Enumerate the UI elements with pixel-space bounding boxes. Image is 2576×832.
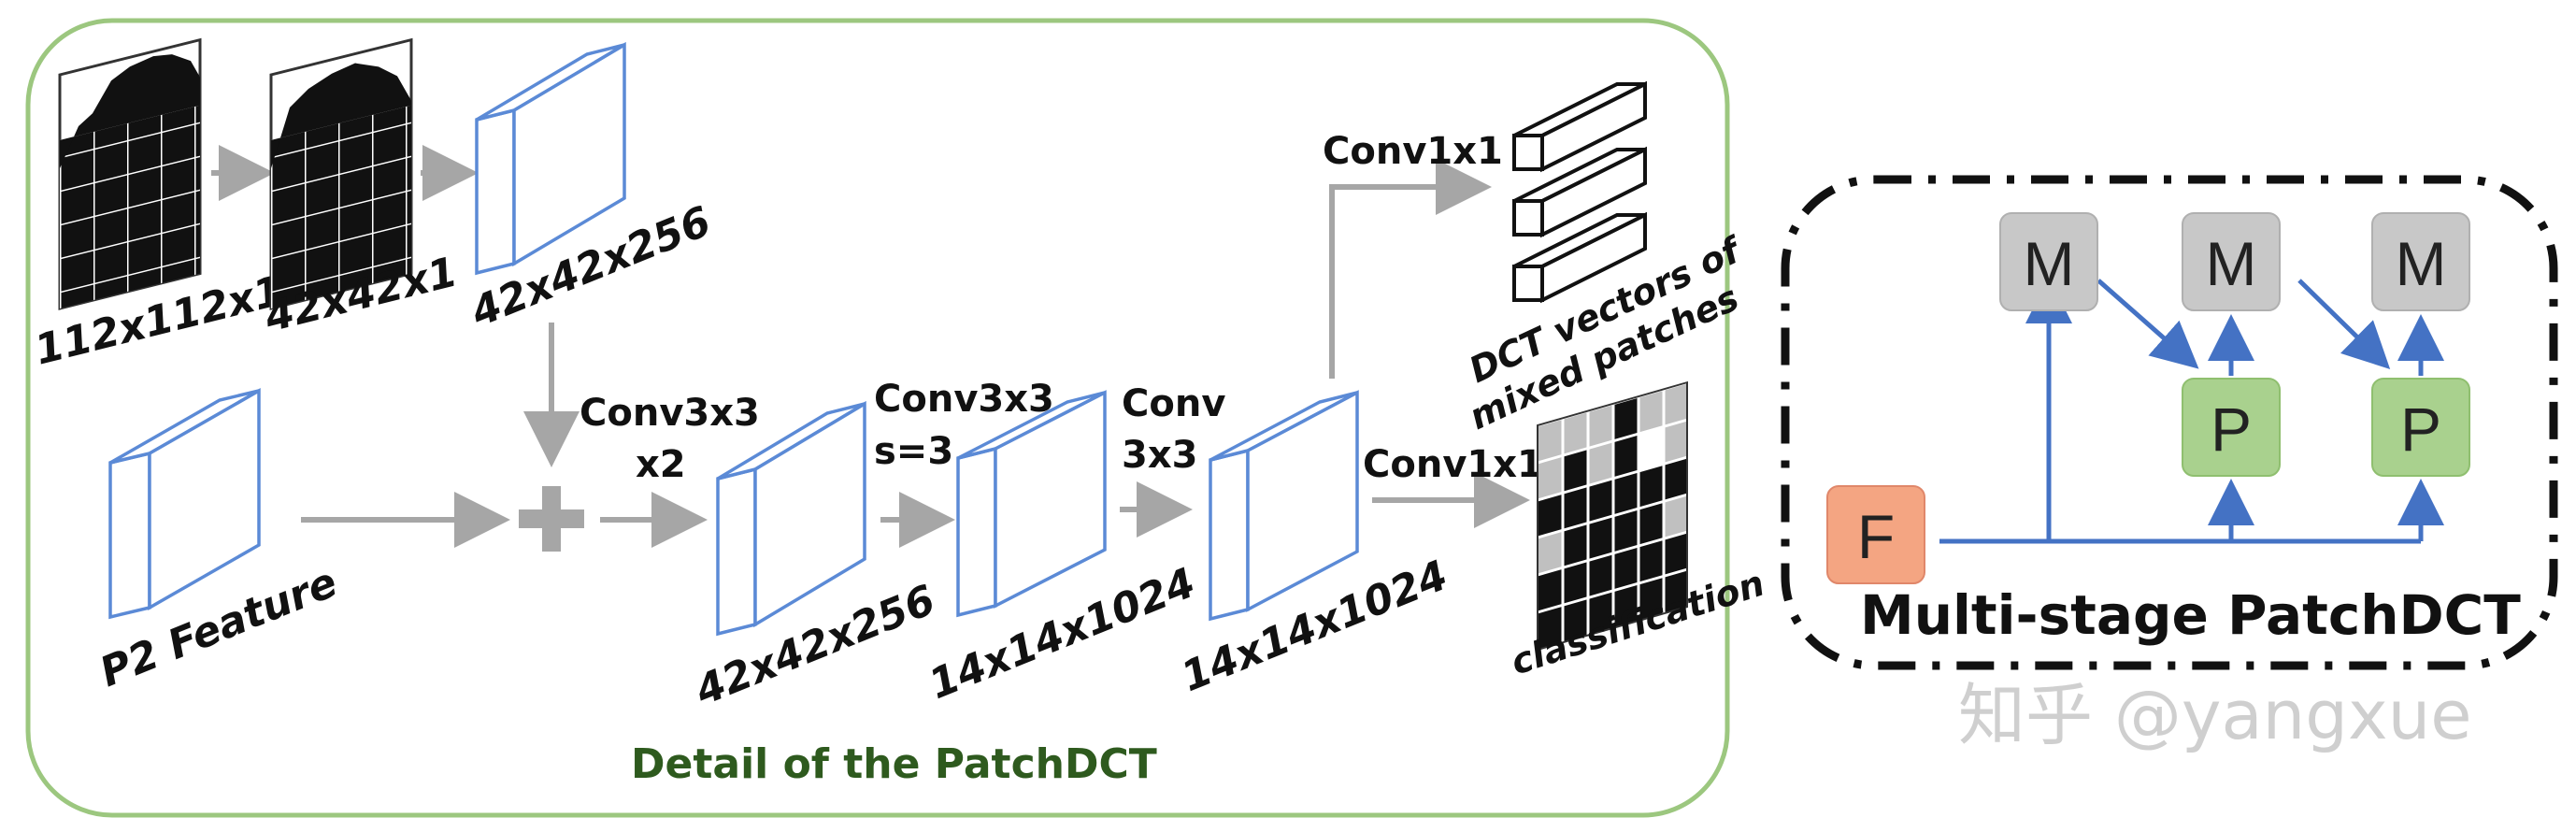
conv3x3-s3-label-line1: Conv3x3	[874, 378, 1054, 421]
m-box-1: M	[1999, 212, 2098, 311]
feature-block-42x42x256-top	[475, 41, 626, 276]
detail-panel-caption: Detail of the PatchDCT	[631, 740, 1157, 788]
conv3x3-s3-label-line2: s=3	[874, 430, 953, 473]
m-box-3: M	[2371, 212, 2470, 311]
feature-block-42x42x256-mid	[716, 400, 866, 637]
p-box-2: P	[2371, 378, 2470, 477]
m-box-3-label: M	[2396, 229, 2447, 298]
classification-grid-icon	[1537, 380, 1688, 652]
conv-label-line1: Conv	[1122, 382, 1225, 425]
mask-42-icon	[269, 37, 413, 310]
multistage-connections	[1939, 277, 2444, 544]
f-box-label: F	[1857, 502, 1895, 571]
m-box-1-label: M	[2024, 229, 2075, 298]
arrow-to-dct-vectors	[1329, 159, 1492, 379]
sum-plus-icon	[519, 486, 584, 552]
watermark-text: 知乎 @yangxue	[1958, 676, 2472, 754]
p-box-1: P	[2182, 378, 2281, 477]
m-box-2-label: M	[2206, 229, 2257, 298]
dct-vectors-icon	[1512, 80, 1647, 304]
p-box-2-label: P	[2400, 394, 2441, 464]
p2-feature-block	[108, 387, 261, 620]
m-box-2: M	[2182, 212, 2281, 311]
feature-block-14x14x1024-b	[1209, 390, 1359, 622]
p-box-1-label: P	[2211, 394, 2252, 464]
conv1x1-mid-label: Conv1x1	[1363, 443, 1543, 486]
mask-112-icon	[58, 37, 202, 310]
conv3x3-x2-label-line2: x2	[636, 443, 686, 486]
f-box: F	[1826, 485, 1925, 584]
multistage-panel-caption: Multi-stage PatchDCT	[1860, 583, 2521, 647]
conv1x1-top-label: Conv1x1	[1323, 130, 1503, 173]
detail-panel-border	[25, 18, 1730, 818]
conv-label-line2: 3x3	[1122, 434, 1197, 477]
multistage-panel-border	[1781, 175, 2558, 670]
conv3x3-x2-label-line1: Conv3x3	[580, 392, 760, 435]
feature-block-14x14x1024-a	[956, 390, 1107, 618]
